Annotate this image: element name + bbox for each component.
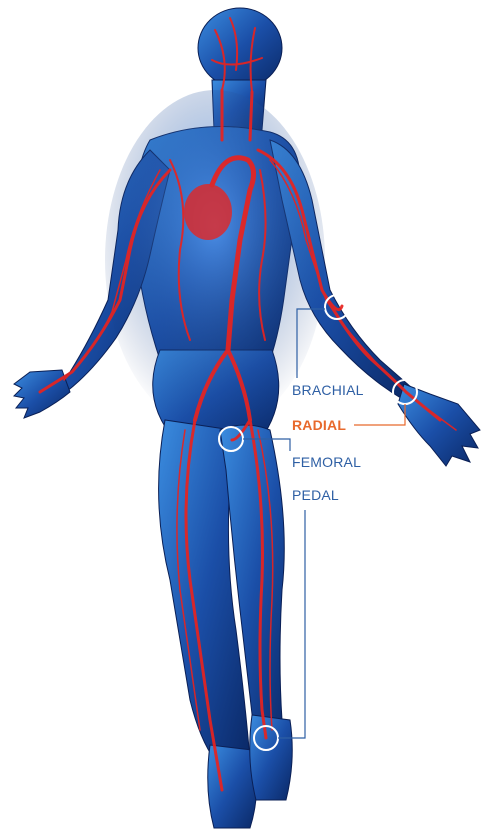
radial-leader: [354, 404, 405, 425]
brachial-label: BRACHIAL: [292, 382, 364, 398]
pedal-label: PEDAL: [292, 487, 339, 503]
body-glow: [105, 90, 325, 430]
femoral-label: FEMORAL: [292, 454, 361, 470]
radial-label: RADIAL: [292, 417, 346, 433]
